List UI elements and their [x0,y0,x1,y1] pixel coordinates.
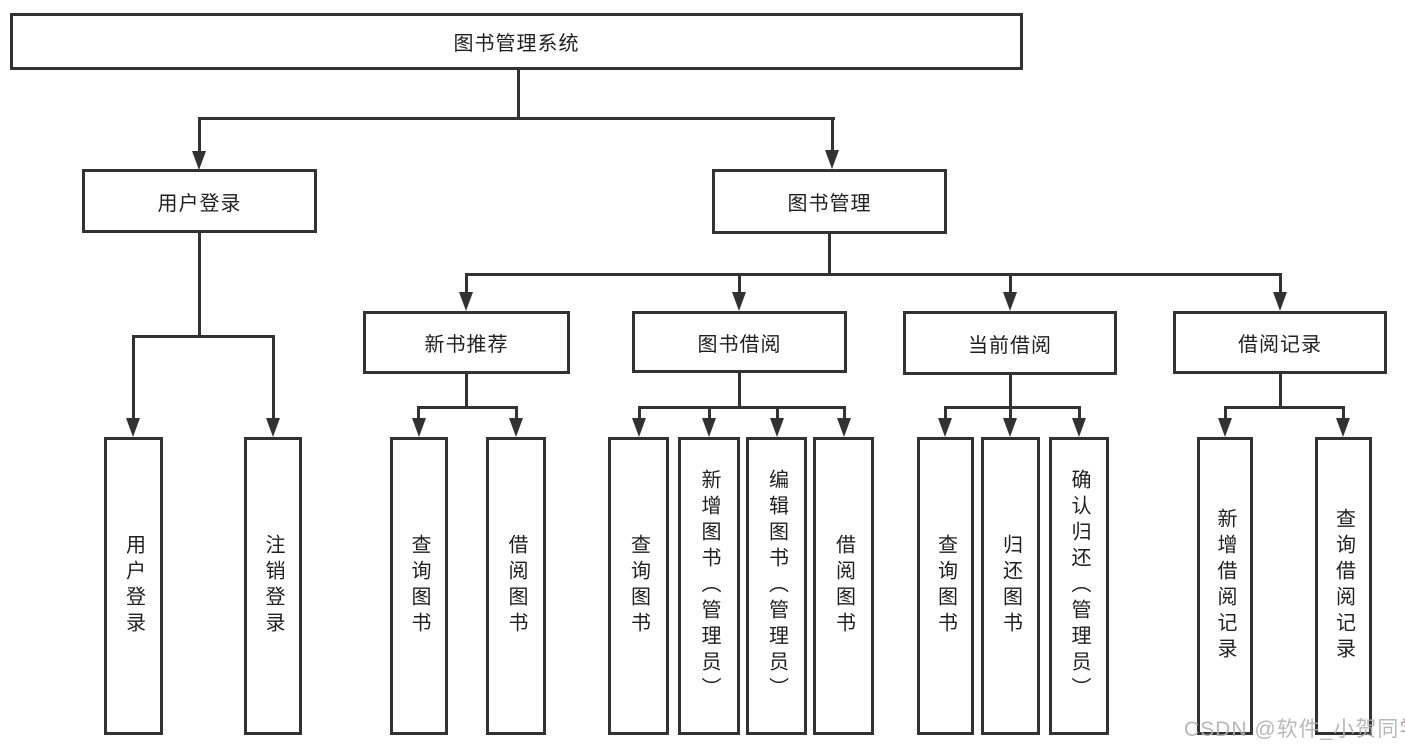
arrow-down-icon [732,292,746,311]
connector-line [944,406,1081,409]
connector-line [638,406,846,409]
leaf-label: 查询图书 [627,534,650,638]
node-new-book-recommend: 新书推荐 [363,311,570,374]
node-book-borrowing: 图书借阅 [632,311,847,373]
connector-line [828,233,831,276]
connector-line [1224,406,1227,420]
arrow-down-icon [837,418,851,437]
connector-line [1009,375,1012,409]
connector-line [638,406,641,420]
connector-line [1279,273,1282,295]
leaf-add-borrow-record: 新增借阅记录 [1197,437,1253,735]
connector-line [708,406,711,420]
leaf-label: 新增借阅记录 [1214,508,1236,664]
connector-line [417,406,518,409]
leaf-label: 查询借阅记录 [1332,508,1355,664]
leaf-label: 注销登录 [262,534,284,638]
leaf-label: 归还图书 [999,534,1022,638]
connector-line [1342,406,1345,420]
leaf-label: 用户登录 [122,534,145,638]
connector-line [517,68,520,120]
leaf-query-books-current: 查询图书 [917,437,974,735]
arrow-down-icon [1218,418,1232,437]
connector-line [198,117,201,154]
arrow-down-icon [1003,292,1017,311]
leaf-label: 借阅图书 [832,534,855,638]
watermark-text: CSDN @软件_小贺同 [1184,718,1400,741]
node-user-login: 用户登录 [82,169,317,233]
node-label: 图书管理 [787,193,872,215]
node-label: 图书借阅 [697,333,782,356]
connector-line [831,117,834,153]
node-current-borrowing: 当前借阅 [903,311,1117,375]
leaf-label: 确认归还（管理员） [1068,469,1090,703]
leaf-query-books-recommend: 查询图书 [390,437,448,735]
connector-line [417,406,420,420]
leaf-borrow-books-recommend: 借阅图书 [486,437,546,735]
arrow-down-icon [938,418,952,437]
leaf-label: 编辑图书（管理员） [765,469,788,703]
connector-line [198,117,835,120]
leaf-query-borrow-record: 查询借阅记录 [1315,437,1372,735]
connector-line [944,406,947,420]
node-label: 新书推荐 [424,334,509,356]
leaf-query-books-borrowing: 查询图书 [608,437,669,735]
arrow-down-icon [509,418,523,437]
node-label: 当前借阅 [968,334,1052,357]
node-borrowing-records: 借阅记录 [1173,311,1387,374]
connector-line [515,406,518,420]
connector-line [776,406,779,420]
arrow-down-icon [1003,418,1017,437]
arrow-down-icon [459,292,473,311]
arrow-down-icon [702,418,716,437]
connector-line [1078,406,1081,420]
arrow-down-icon [1072,418,1086,437]
arrow-down-icon [1336,418,1350,437]
arrow-down-icon [770,418,784,437]
connector-line [738,373,741,409]
connector-line [465,273,468,295]
connector-line [1009,406,1012,420]
connector-line [272,335,275,420]
leaf-add-books-admin: 新增图书（管理员） [678,437,740,735]
watermark-accent-char: 学 [1399,718,1405,741]
connector-line [465,273,1282,276]
connector-line [465,374,468,409]
node-label: 用户登录 [157,192,242,215]
leaf-label: 查询图书 [408,534,430,638]
csdn-watermark: CSDN @软件_小贺同学 [1184,713,1405,743]
arrow-down-icon [825,150,839,169]
arrow-down-icon [126,418,140,437]
arrow-down-icon [412,418,426,437]
node-library-management-system: 图书管理系统 [10,13,1023,70]
leaf-user-login: 用户登录 [104,437,163,735]
connector-line [132,335,275,338]
node-label: 图书管理系统 [453,33,580,55]
connector-line [1009,273,1012,295]
arrow-down-icon [192,151,206,170]
leaf-edit-books-admin: 编辑图书（管理员） [746,437,807,735]
leaf-logout: 注销登录 [244,437,302,735]
connector-line [198,233,201,338]
leaf-borrow-books: 借阅图书 [813,437,874,735]
leaf-label: 借阅图书 [505,534,527,638]
leaf-label: 新增图书（管理员） [698,469,720,703]
connector-line [1224,406,1345,409]
arrow-down-icon [1273,292,1287,311]
node-book-management: 图书管理 [712,169,947,234]
connector-line [132,335,135,420]
connector-line [1279,374,1282,409]
leaf-confirm-return-admin: 确认归还（管理员） [1049,437,1109,735]
connector-line [738,273,741,295]
arrow-down-icon [266,418,280,437]
leaf-label: 查询图书 [934,534,957,638]
connector-line [843,406,846,420]
leaf-return-books: 归还图书 [981,437,1040,735]
node-label: 借阅记录 [1238,334,1322,356]
arrow-down-icon [632,418,646,437]
